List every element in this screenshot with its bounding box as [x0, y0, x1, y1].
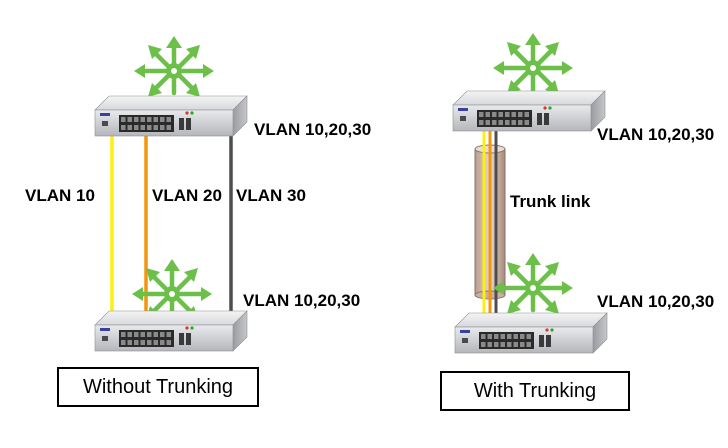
- right-bottom-vlan-label: VLAN 10,20,30: [597, 292, 715, 311]
- switch-icon: [454, 312, 608, 354]
- without-trunking-caption: Without Trunking: [57, 367, 259, 407]
- switch-icon: [94, 310, 248, 352]
- with-trunking-caption: With Trunking: [440, 371, 630, 411]
- router-icon: [134, 36, 214, 97]
- left-bottom-vlan-label: VLAN 10,20,30: [243, 291, 361, 310]
- right-top-vlan-label: VLAN 10,20,30: [597, 125, 715, 144]
- vlan10-label: VLAN 10: [25, 186, 95, 205]
- vlan30-label: VLAN 30: [236, 186, 306, 205]
- switch-icon: [94, 95, 248, 137]
- router-icon: [493, 33, 573, 94]
- left-top-vlan-label: VLAN 10,20,30: [254, 120, 372, 139]
- trunk-link-label: Trunk link: [510, 192, 591, 211]
- vlan20-label: VLAN 20: [152, 186, 222, 205]
- switch-icon: [452, 90, 606, 132]
